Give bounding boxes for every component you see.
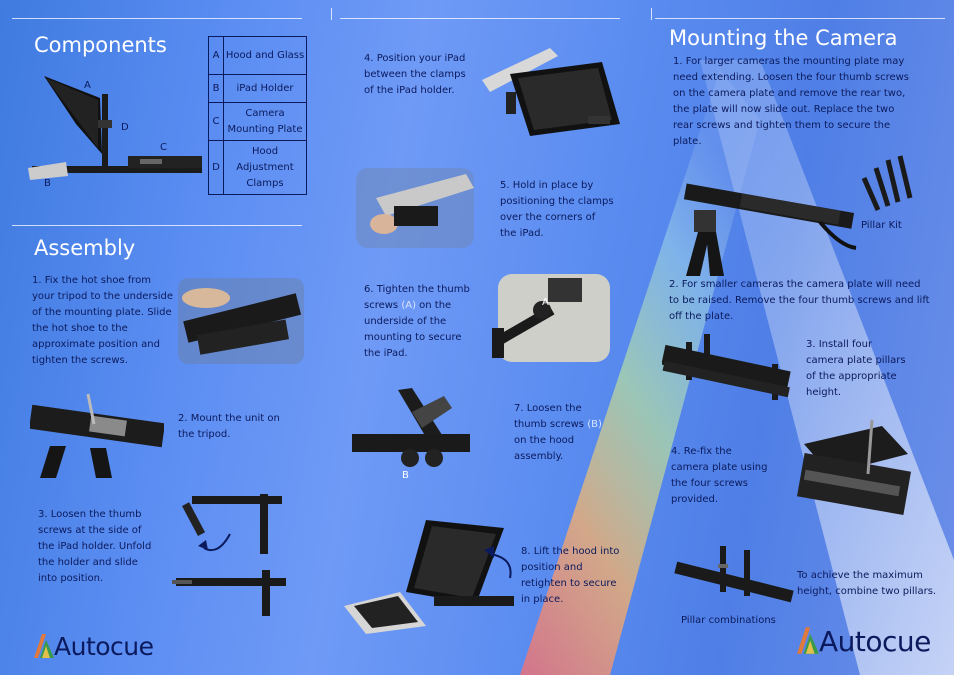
pillar-kit-caption: Pillar Kit <box>861 220 902 231</box>
lifted-hood-photo <box>344 520 514 634</box>
mounting-heading: Mounting the Camera <box>669 26 898 50</box>
pillar-kit-photo <box>861 155 913 212</box>
tripod-mount-photo <box>30 393 164 478</box>
top-rule-middle <box>340 18 620 19</box>
mounting-step-2: 2. For smaller cameras the camera plate … <box>669 279 930 322</box>
mounting-step-3: 3. Install four camera plate pillars of … <box>806 339 906 398</box>
label-a: A <box>84 80 91 91</box>
clamp-corner-photo <box>356 168 474 248</box>
step-6-text-start: 6. Tighten the thumb screws <box>364 284 470 311</box>
label-b: B <box>44 178 51 189</box>
step-6-text-end: on the underside of the mounting to secu… <box>364 300 462 359</box>
assembly-step-1: 1. Fix the hot shoe from your tripod to … <box>32 275 174 366</box>
table-key: A <box>208 36 224 75</box>
step-7-text-start: 7. Loosen the thumb screws <box>514 403 588 430</box>
table-key: C <box>208 102 224 141</box>
step-6-marker: (A) <box>401 300 416 311</box>
mounting-tip: To achieve the maximum height, combine t… <box>797 570 937 597</box>
pillar-combinations-caption: Pillar combinations <box>681 615 776 626</box>
top-rule-left <box>12 18 302 19</box>
ipad-between-clamps-photo <box>482 48 620 136</box>
pillar-combination-photo <box>674 546 794 603</box>
extended-plate-photo <box>683 183 857 276</box>
autocue-brand-name: Autocue <box>819 625 931 658</box>
autocue-logo-left: Autocue <box>34 632 154 664</box>
assembly-step-2: 2. Mount the unit on the tripod. <box>178 413 280 440</box>
assembly-heading: Assembly <box>34 236 136 260</box>
photo-label-b: B <box>402 470 409 481</box>
table-value: Camera Mounting Plate <box>223 102 307 141</box>
top-rule-right <box>655 18 945 19</box>
hot-shoe-photo <box>178 278 304 364</box>
ipad-holder-unfold-photo <box>172 494 286 616</box>
mounting-step-4: 4. Re-fix the camera plate using the fou… <box>671 446 768 505</box>
label-d: D <box>121 122 129 133</box>
assembly-step-7: 7. Loosen the thumb screws (B) on the ho… <box>514 401 614 465</box>
step-7-text-end: on the hood assembly. <box>514 435 575 462</box>
pillars-installed-photo <box>662 334 791 400</box>
step-7-marker: (B) <box>587 419 602 430</box>
table-key: D <box>208 140 224 195</box>
assembly-step-8: 8. Lift the hood into position and retig… <box>521 546 620 605</box>
table-value: Hood Adjustment Clamps <box>223 140 307 195</box>
column-divider-1 <box>331 8 332 20</box>
table-value: Hood and Glass <box>223 36 307 75</box>
assembly-step-5: 5. Hold in place by positioning the clam… <box>500 180 614 239</box>
autocue-logo-right: Autocue <box>797 625 931 661</box>
teleprompter-assembly-image <box>28 76 202 180</box>
mounting-step-1: 1. For larger cameras the mounting plate… <box>673 56 910 147</box>
table-value: iPad Holder <box>223 74 307 103</box>
assembly-step-3: 3. Loosen the thumb screws at the side o… <box>38 509 152 584</box>
label-c: C <box>160 142 167 153</box>
components-heading: Components <box>34 33 167 57</box>
autocue-brand-name: Autocue <box>54 632 154 661</box>
photo-label-a: A <box>542 297 549 308</box>
components-table: A Hood and Glass B iPad Holder C Camera … <box>208 36 307 195</box>
table-row: D Hood Adjustment Clamps <box>208 140 307 195</box>
hood-assembly-screws-photo <box>352 388 470 467</box>
assembly-step-6: 6. Tighten the thumb screws (A) on the u… <box>364 282 474 362</box>
table-row: A Hood and Glass <box>208 36 307 75</box>
table-row: C Camera Mounting Plate <box>208 102 307 141</box>
section-divider <box>12 225 302 226</box>
thumb-screw-underside-photo <box>492 274 610 362</box>
table-key: B <box>208 74 224 103</box>
autocue-mark-icon <box>34 634 54 664</box>
autocue-mark-icon <box>797 627 819 661</box>
refixed-plate-photo <box>797 419 911 516</box>
assembly-step-4: 4. Position your iPad between the clamps… <box>364 53 466 96</box>
table-row: B iPad Holder <box>208 74 307 103</box>
column-divider-2 <box>651 8 652 20</box>
